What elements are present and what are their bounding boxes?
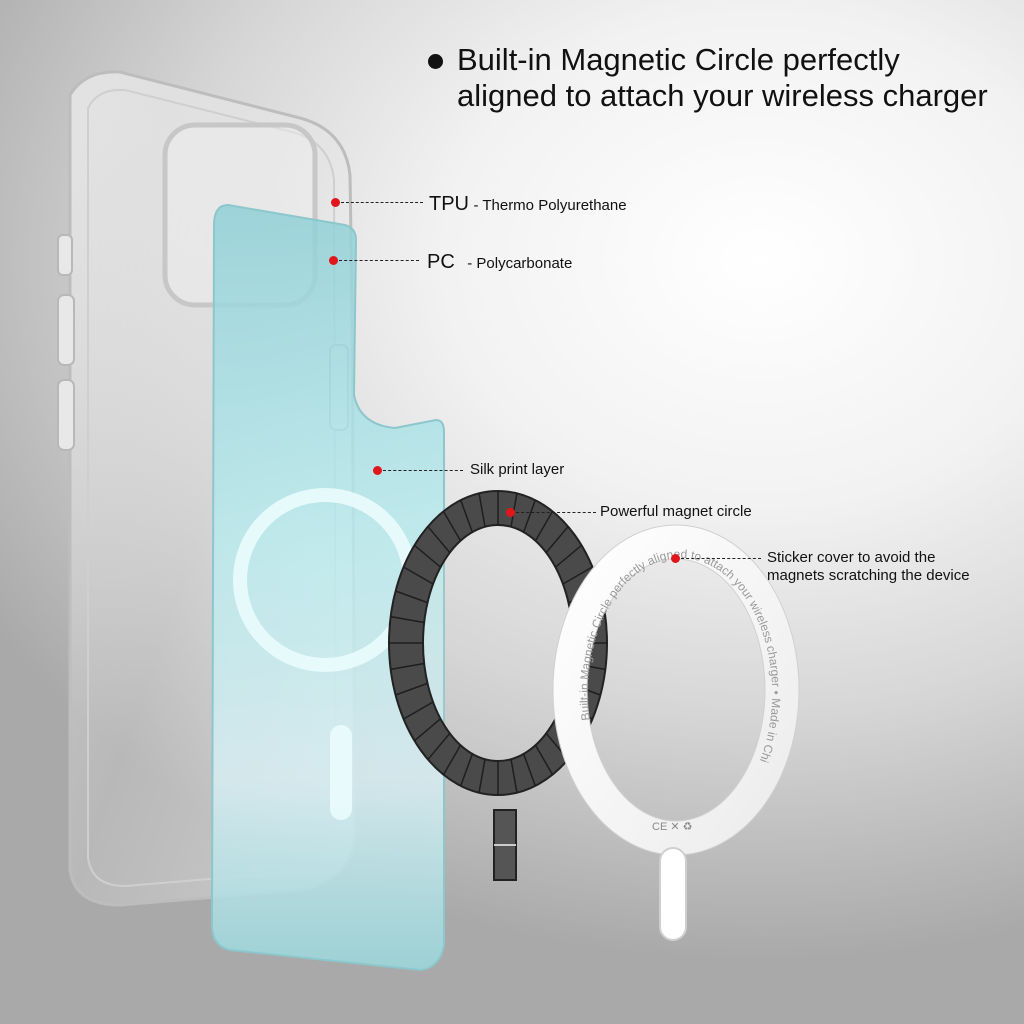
magnet-segment-divider xyxy=(442,510,462,542)
magnet-segment-divider xyxy=(478,759,486,793)
magnet-segment-divider xyxy=(403,701,434,720)
callout-marker-icon xyxy=(671,554,680,563)
headline-bullet-icon xyxy=(428,54,443,69)
callout-magnet: Powerful magnet circle xyxy=(506,503,806,523)
headline-line-1: Built-in Magnetic Circle perfectly xyxy=(457,42,900,77)
magnet-segment-divider xyxy=(460,499,474,533)
magnet-segment-divider xyxy=(534,744,554,776)
tpu-abbr: TPU xyxy=(429,193,469,215)
magnet-segment-divider xyxy=(414,544,442,568)
callout-tpu: TPU - Thermo Polyurethane xyxy=(331,193,731,215)
sticker-label-line-1: Sticker cover to avoid the xyxy=(767,549,936,566)
magnet-segment-divider xyxy=(460,753,474,787)
callout-silk: Silk print layer xyxy=(373,461,673,481)
sticker-label-line-2: magnets scratching the device xyxy=(767,567,970,584)
pc-abbr: PC xyxy=(427,251,455,273)
headline-line-2: aligned to attach your wireless charger xyxy=(457,78,988,113)
silk-label: Silk print layer xyxy=(470,461,565,478)
magnet-segment-divider xyxy=(414,718,442,742)
magnet-segment-divider xyxy=(395,590,428,604)
pc-desc: - Polycarbonate xyxy=(467,255,573,272)
callout-marker-icon xyxy=(331,198,340,207)
magnet-segment-divider xyxy=(562,566,593,585)
magnet-segment-divider xyxy=(390,615,425,624)
magnet-segment-divider xyxy=(403,566,434,585)
headline: Built-in Magnetic Circle perfectly align… xyxy=(428,42,988,114)
callout-marker-icon xyxy=(329,256,338,265)
magnet-segment-divider xyxy=(442,744,462,776)
magnet-segment-divider xyxy=(427,732,451,760)
callout-sticker: Sticker cover to avoid the magnets scrat… xyxy=(671,549,1011,589)
magnet-segment-divider xyxy=(395,682,428,696)
callout-marker-icon xyxy=(506,508,515,517)
magnet-segment-divider xyxy=(522,753,536,787)
magnet-label: Powerful magnet circle xyxy=(600,503,752,520)
magnet-segment-divider xyxy=(522,499,536,533)
magnet-segment-divider xyxy=(510,759,518,793)
magnet-segment-divider xyxy=(545,526,569,554)
callout-marker-icon xyxy=(373,466,382,475)
magnet-segment-divider xyxy=(554,544,582,568)
magnet-segment-divider xyxy=(478,493,486,527)
callout-pc: PC - Polycarbonate xyxy=(329,251,729,273)
tpu-desc: - Thermo Polyurethane xyxy=(473,197,627,214)
magnet-segment-divider xyxy=(534,510,554,542)
magnet-bar xyxy=(493,809,517,881)
magnet-segment-divider xyxy=(390,662,425,671)
magnet-segment-divider xyxy=(427,526,451,554)
sticker-marks: CE ✕ ♻ xyxy=(652,821,692,833)
